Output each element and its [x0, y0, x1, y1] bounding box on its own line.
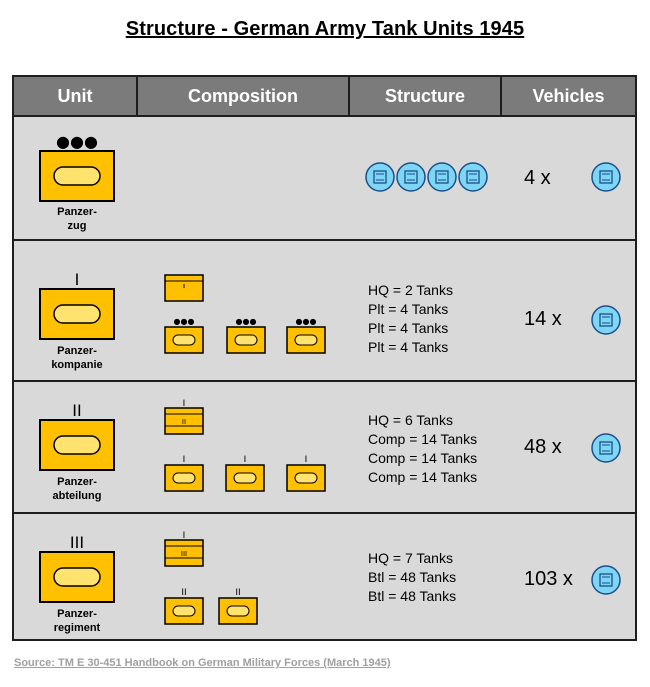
company-unit-symbol: I [164, 455, 204, 492]
table-row-panzerabteilung: II I II I I I [14, 380, 635, 514]
tank-vehicle-icon [591, 565, 621, 595]
unit-label: Panzer- kompanie [32, 344, 122, 372]
battalion-unit-symbol: II [218, 588, 258, 625]
unit-label-line2: zug [67, 220, 87, 232]
echelon-mark: ●●● [56, 132, 98, 151]
structure-line: HQ = 7 Tanks [368, 550, 453, 566]
structure-line: Comp = 14 Tanks [368, 431, 478, 447]
svg-text:II: II [182, 418, 186, 426]
page-title: Structure - German Army Tank Units 1945 [125, 18, 525, 40]
tank-vehicle-icon [591, 162, 621, 192]
platoon-unit-symbol: ●●● [164, 317, 204, 354]
column-header-structure: Structure [350, 77, 502, 115]
panzer-unit-symbol: ●●● [39, 132, 115, 202]
battalion-unit-symbol: II [164, 588, 204, 625]
structure-line: Btl = 48 Tanks [368, 588, 457, 604]
unit-label-line2: kompanie [51, 359, 103, 371]
vehicles-count: 14 x [524, 308, 562, 330]
company-unit-symbol: I [225, 455, 265, 492]
column-header-unit: Unit [14, 77, 138, 115]
hq-unit-symbol [164, 274, 204, 302]
table-row-panzerkompanie: I ●●● ●●● ●●● [14, 239, 635, 382]
unit-label-line1: Panzer- [57, 608, 97, 620]
svg-text:I: I [305, 455, 308, 465]
tank-vehicle-icon [591, 305, 621, 335]
unit-label-line1: Panzer- [57, 476, 97, 488]
table-row-panzerregiment: III I III II II [14, 512, 635, 639]
echelon-mark: II [72, 401, 81, 420]
svg-text:I: I [183, 399, 186, 409]
structure-text: HQ = 7 Tanks Btl = 48 Tanks Btl = 48 Tan… [368, 549, 456, 606]
unit-label: Panzer- zug [32, 205, 122, 233]
row-graphics: ●●● [39, 132, 621, 202]
tank-vehicle-icon [396, 162, 426, 192]
svg-text:●●●: ●●● [174, 317, 195, 326]
row-graphics: III I III II II [39, 531, 621, 625]
column-header-composition: Composition [138, 77, 350, 115]
unit-label: Panzer- abteilung [32, 475, 122, 503]
hq-unit-symbol: I III [164, 531, 204, 567]
svg-text:I: I [244, 455, 247, 465]
echelon-mark: I [75, 270, 80, 289]
platoon-unit-symbol: ●●● [226, 317, 266, 354]
svg-text:III: III [181, 550, 187, 558]
vehicles-count: 48 x [524, 436, 562, 458]
structure-line: Comp = 14 Tanks [368, 469, 478, 485]
svg-text:●●●: ●●● [236, 317, 257, 326]
hq-unit-symbol: I II [164, 399, 204, 435]
svg-text:II: II [181, 588, 186, 598]
structure-text: HQ = 2 Tanks Plt = 4 Tanks Plt = 4 Tanks… [368, 281, 453, 357]
svg-text:●●●: ●●● [296, 317, 317, 326]
column-header-vehicles: Vehicles [532, 86, 605, 106]
tank-vehicle-icon [427, 162, 457, 192]
tank-vehicle-icon [365, 162, 395, 192]
unit-label-line1: Panzer- [57, 206, 97, 218]
unit-label: Panzer- regiment [32, 607, 122, 635]
structure-line: Plt = 4 Tanks [368, 320, 449, 336]
structure-line: Comp = 14 Tanks [368, 450, 478, 466]
row-graphics: II I II I I I [39, 399, 621, 492]
structure-line: Plt = 4 Tanks [368, 301, 449, 317]
svg-text:I: I [183, 455, 186, 465]
structure-line: HQ = 6 Tanks [368, 412, 453, 428]
platoon-unit-symbol: ●●● [286, 317, 326, 354]
tank-vehicle-icon-group [365, 162, 488, 192]
tank-vehicle-icon [458, 162, 488, 192]
vehicles-count: 4 x [524, 167, 551, 189]
panzer-unit-symbol: III [39, 533, 115, 603]
structure-line: Plt = 4 Tanks [368, 339, 449, 355]
svg-text:I: I [183, 531, 186, 541]
table-row-panzerzug: ●●● [14, 115, 635, 241]
panzer-unit-symbol: I [39, 270, 115, 340]
unit-label-line1: Panzer- [57, 345, 97, 357]
structure-line: HQ = 2 Tanks [368, 282, 453, 298]
structure-text: HQ = 6 Tanks Comp = 14 Tanks Comp = 14 T… [368, 411, 477, 487]
company-unit-symbol: I [286, 455, 326, 492]
table-header: Unit Composition Structure Vehicles [14, 77, 635, 115]
echelon-mark: III [70, 533, 84, 552]
tank-vehicle-icon [591, 433, 621, 463]
structure-line: Btl = 48 Tanks [368, 569, 457, 585]
source-note[interactable]: Source: TM E 30-451 Handbook on German M… [14, 657, 391, 669]
row-graphics: I ●●● ●●● ●●● [39, 270, 621, 354]
panzer-unit-symbol: II [39, 401, 115, 471]
vehicles-count: 103 x [524, 568, 573, 590]
structure-table: Unit Composition Structure Vehicles ●●● [12, 75, 637, 641]
svg-text:II: II [235, 588, 240, 598]
unit-label-line2: abteilung [52, 490, 102, 502]
unit-label-line2: regiment [53, 622, 101, 634]
